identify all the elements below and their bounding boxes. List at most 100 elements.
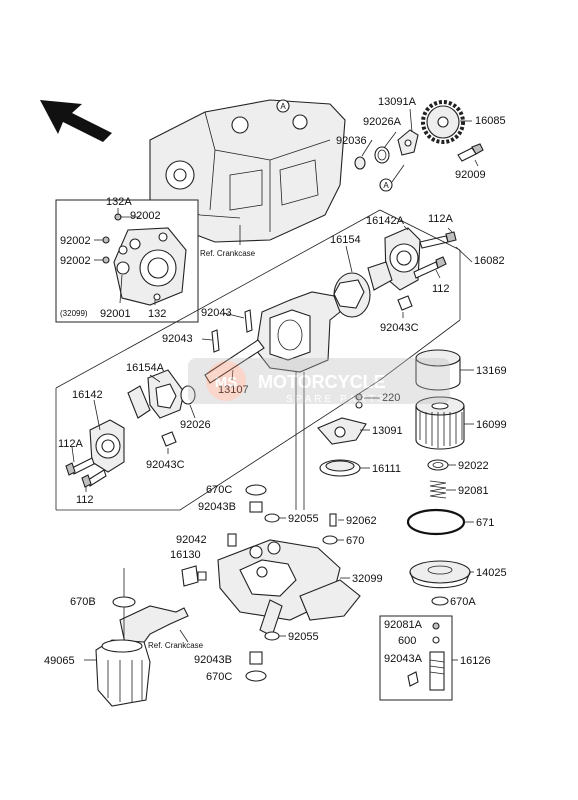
label-671: 671 [476,517,494,529]
label-670A: 670A [450,596,476,608]
label-112-top: 112 [432,283,450,295]
washer-92055-bottom [264,631,280,641]
bolt-92009 [457,143,484,162]
label-670B: 670B [70,596,96,608]
label-92009: 92009 [455,169,486,181]
label-16154: 16154 [330,234,361,246]
watermark: MS MOTORCYCLE SPARE PARTS [188,358,450,405]
watermark-line2: SPARE PARTS [286,394,387,405]
label-670C-top: 670C [206,484,232,496]
label-92026A: 92026A [363,116,402,128]
label-670: 670 [346,535,364,547]
label-13091: 13091 [372,425,403,437]
label-92043B-bottom: 92043B [194,654,232,666]
pipe-assembly-32099 [217,539,361,637]
label-92002-inset-top: 92002 [130,210,161,222]
pump-rotor-16154a [127,369,196,419]
filter-cover-14025 [409,560,471,589]
label-92002-inset-low: 92002 [60,255,91,267]
pump-cover-16142 [89,419,125,473]
label-16126: 16126 [460,655,491,667]
inset-bracket-label: (32099) [60,309,88,318]
exploded-assembly-frame [55,209,461,511]
label-92043-b: 92043 [162,333,193,345]
label-132: 132 [148,308,166,320]
washer-92055-top [264,513,280,523]
label-16085: 16085 [475,115,506,127]
washer-92036 [354,156,366,170]
crankcase [149,99,346,245]
callout-a-right: A [379,178,393,192]
watermark-logo: MS [215,374,238,391]
label-92042: 92042 [176,534,207,546]
label-92043B-top: 92043B [198,501,236,513]
inset-box [55,199,199,323]
pump-cover-16142a [384,227,421,291]
o-ring-670b [112,596,136,608]
bolts-112-top [413,256,447,279]
circlip-92026a [374,146,390,164]
pump-rotor-16154 [333,261,393,318]
label-13091A: 13091A [378,96,417,108]
label-13107: 13107 [218,384,249,396]
label-112A-top: 112A [428,213,454,225]
pin-92043-top [244,309,253,333]
o-ring-670 [322,535,338,545]
label-92036: 92036 [336,135,367,147]
label-92043-a: 92043 [201,307,232,319]
svg-text:A: A [383,181,389,190]
label-132A: 132A [106,196,132,208]
callout-a-top: A [276,99,290,113]
label-92043A: 92043A [384,653,423,665]
label-220: 220 [382,392,400,404]
shaft-13107 [204,339,265,384]
label-112A-left: 112A [58,438,84,450]
label-49065: 49065 [44,655,75,667]
label-16142A: 16142A [366,215,405,227]
label-13169: 13169 [476,365,507,377]
label-16099: 16099 [476,419,507,431]
bolts-112a-top [419,231,457,249]
label-32099: 32099 [352,573,383,585]
oil-strainer-49065 [95,605,189,707]
o-ring-670c-bottom [245,670,267,682]
label-16154A: 16154A [126,362,165,374]
spring-92081 [429,480,447,499]
cap-16111 [319,459,361,477]
label-16082: 16082 [474,255,505,267]
ref-crankcase-top-label: Ref. Crankcase [200,249,256,258]
label-92002-inset-mid: 92002 [60,235,91,247]
pin-92042 [227,533,237,547]
label-92022: 92022 [458,460,489,472]
label-92062: 92062 [346,515,377,527]
oil-pump-sprocket [421,100,465,144]
label-92026: 92026 [180,419,211,431]
o-ring-670c-top [245,484,267,496]
ref-crankcase-bottom-label: Ref. Crankcase [148,641,204,650]
collar-92043b-top [249,501,263,513]
label-600: 600 [398,635,416,647]
collar-92043b-bottom [249,651,263,665]
washer-92022 [427,459,449,471]
nozzle-92062 [329,513,337,527]
label-92055-bottom: 92055 [288,631,319,643]
relief-valve-16126 [407,622,445,691]
label-16142: 16142 [72,389,103,401]
front-direction-arrow-icon [40,100,112,142]
label-92055-top: 92055 [288,513,319,525]
dowel-92043c-top [397,295,413,311]
label-112-left: 112 [76,494,94,506]
o-ring-670a [431,596,449,606]
svg-text:A: A [280,102,286,111]
label-670C-bottom: 670C [206,671,232,683]
bolt-220 [355,393,363,409]
sensor-16130 [181,565,207,587]
label-92043C-left: 92043C [146,459,185,471]
o-ring-671 [406,508,466,536]
label-92043C-top: 92043C [380,322,419,334]
pin-92043-mid [211,329,220,353]
oil-pump-body [255,291,341,373]
label-92081: 92081 [458,485,489,497]
